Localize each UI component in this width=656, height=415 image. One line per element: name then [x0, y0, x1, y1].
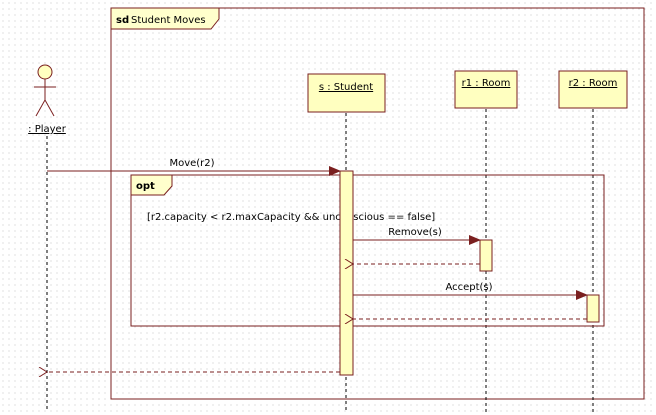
sd-frame[interactable]: sd Student Moves	[110, 7, 645, 400]
student-label: s : Student	[319, 82, 373, 93]
student-box	[307, 73, 386, 113]
lifeline-lines	[46, 109, 594, 412]
opt-fragment[interactable]: opt [r2.capacity < r2.maxCapacity && unc…	[130, 174, 605, 327]
fragment-operator: opt	[136, 181, 155, 192]
room2-activation	[586, 294, 600, 323]
room1-lifeline-head[interactable]: r1 : Room	[454, 70, 518, 109]
fragment-operator-tab	[130, 174, 173, 196]
room1-box	[454, 70, 518, 109]
frame-label-tab	[110, 7, 220, 30]
message-accept-label: Accept(s)	[445, 282, 492, 293]
message-remove-label: Remove(s)	[388, 227, 442, 238]
frame-title: Student Moves	[131, 15, 206, 26]
message-remove[interactable]: Remove(s)	[353, 227, 481, 245]
student-activation	[339, 170, 354, 376]
room2-label: r2 : Room	[569, 78, 618, 89]
message-move-label: Move(r2)	[169, 158, 214, 169]
player-actor[interactable]: : Player	[28, 64, 67, 135]
frame-keyword: sd	[116, 15, 129, 26]
stick-figure-icon	[34, 64, 56, 117]
message-accept[interactable]: Accept(s)	[353, 282, 588, 300]
room2-lifeline-head[interactable]: r2 : Room	[558, 70, 628, 109]
room1-label: r1 : Room	[462, 78, 511, 89]
message-move[interactable]: Move(r2)	[47, 158, 341, 176]
room1-activation	[479, 239, 493, 272]
student-lifeline-head[interactable]: s : Student	[307, 73, 386, 113]
fragment-guard: [r2.capacity < r2.maxCapacity && unconsc…	[147, 212, 435, 223]
room2-box	[558, 70, 628, 109]
player-label: : Player	[28, 124, 67, 135]
